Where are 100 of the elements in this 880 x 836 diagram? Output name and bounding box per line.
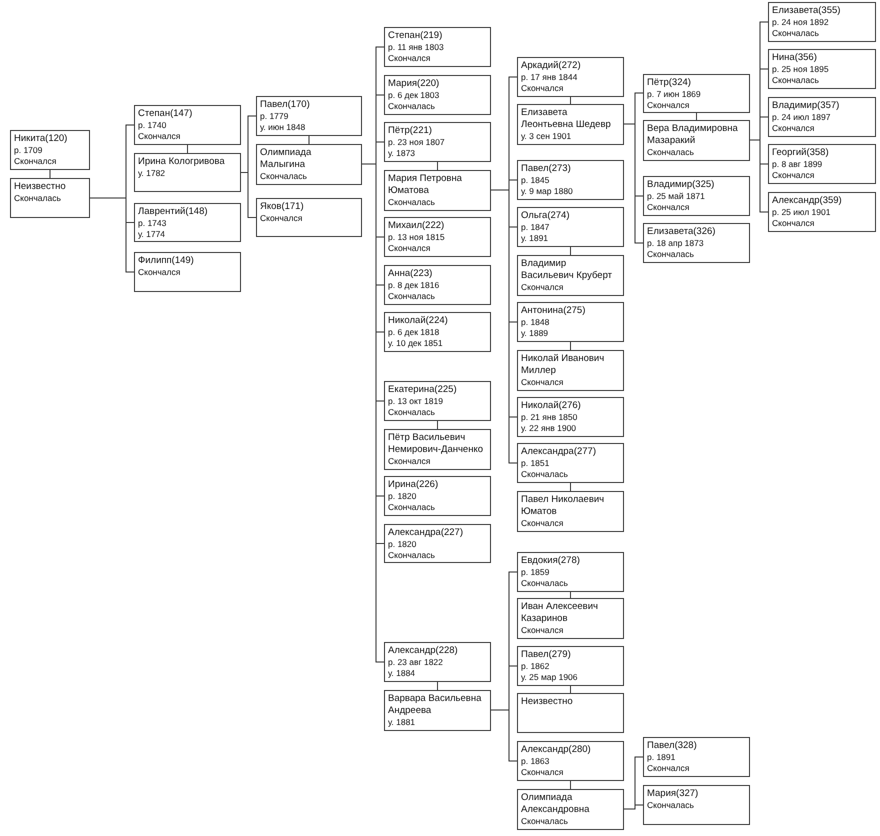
person-box — [768, 97, 876, 137]
person-name: Александр(280) — [521, 744, 592, 756]
life-note: Скончалась — [521, 468, 569, 479]
person-name: Николай(224) — [388, 315, 449, 327]
person-name: Пётр(221) — [388, 125, 433, 137]
person-box — [384, 524, 491, 563]
life-note: р. 7 июн 1869 — [647, 89, 702, 100]
person-box — [643, 176, 750, 216]
person-name: Антонина(275) — [521, 305, 586, 317]
person-name: Неизвестно — [521, 696, 574, 708]
life-note: р. 1709 — [14, 145, 44, 156]
person-box — [10, 178, 90, 218]
person-name: Аркадий(272) — [521, 60, 582, 72]
life-note: у. 9 мар 1880 — [521, 186, 574, 196]
life-note: у. 1884 — [388, 668, 416, 678]
life-note: р. 23 ноя 1807 — [388, 137, 446, 148]
connector-line — [624, 804, 644, 810]
person-box — [384, 429, 491, 470]
life-note: Скончался — [772, 122, 816, 133]
life-note: р. 8 авг 1899 — [772, 159, 824, 170]
life-note: р. 13 окт 1819 — [388, 396, 444, 406]
person-name: Яков(171) — [260, 201, 305, 213]
life-note: у. 1891 — [521, 232, 550, 243]
person-box — [517, 302, 624, 342]
person-box — [517, 443, 624, 483]
connector-line — [490, 710, 518, 762]
person-box — [384, 312, 491, 352]
person-box — [643, 785, 750, 825]
life-note: Скончалась — [521, 578, 569, 588]
person-box — [134, 105, 241, 145]
person-name: Павел(273) — [521, 163, 572, 175]
person-name: Степан(219) — [388, 30, 444, 42]
life-note: р. 17 янв 1844 — [521, 72, 578, 82]
person-name: Елизавета Леонтьевна Шедевр — [521, 107, 612, 131]
life-note: Скончался — [772, 170, 816, 180]
life-note: Скончался — [521, 518, 564, 528]
life-note: у. 1881 — [388, 717, 416, 728]
person-name: Неизвестно — [14, 181, 67, 193]
person-name: Мария(327) — [647, 788, 700, 800]
person-name: Николай(276) — [521, 400, 582, 412]
person-name: Нина(356) — [772, 52, 818, 64]
life-note: р. 24 ноя 1892 — [772, 17, 830, 28]
person-box — [384, 75, 491, 115]
life-note: р. 1779 — [260, 111, 290, 122]
person-box — [517, 741, 624, 781]
connector-line — [570, 482, 571, 492]
life-note: Скончалась — [388, 550, 436, 560]
life-note: р. 8 дек 1816 — [388, 280, 440, 290]
person-name: Лаврентий(148) — [138, 206, 209, 218]
life-note: Скончался — [388, 242, 432, 253]
life-note: р. 1891 — [647, 752, 676, 762]
life-note: Скончалась — [388, 290, 436, 301]
connector-line — [308, 136, 310, 144]
person-box — [517, 160, 624, 200]
connector-line — [437, 162, 438, 170]
life-note: у. 1889 — [521, 328, 550, 338]
life-note: р. 1859 — [521, 567, 550, 578]
person-name: Евдокия(278) — [521, 555, 581, 567]
connector-line — [240, 172, 256, 218]
life-note: р. 21 янв 1850 — [521, 412, 578, 422]
person-name: Пётр(324) — [647, 77, 692, 89]
life-note: Скончался — [521, 282, 564, 292]
person-name: Владимир Васильевич Круберт — [521, 258, 614, 282]
person-box — [384, 217, 491, 257]
person-name: Павел(328) — [647, 740, 698, 752]
life-note: Скончалась — [772, 74, 820, 85]
connector-line — [570, 592, 571, 598]
life-note: р. 25 ноя 1895 — [772, 64, 830, 74]
person-name: Елизавета(326) — [647, 226, 716, 238]
life-note: Скончалась — [260, 171, 308, 182]
connector-line — [490, 190, 518, 464]
life-note: р. 1845 — [521, 175, 550, 186]
person-name: Александра(277) — [521, 446, 597, 458]
person-name: Екатерина(225) — [388, 384, 458, 396]
person-box — [517, 491, 624, 532]
person-box — [768, 192, 876, 232]
person-box — [256, 96, 362, 136]
person-box — [517, 350, 624, 390]
person-name: Варвара Васильевна Андреева — [388, 693, 482, 717]
life-note: Скончался — [138, 267, 182, 278]
life-note: р. 11 янв 1803 — [388, 42, 445, 52]
life-note: Скончалась — [647, 147, 695, 158]
person-box — [517, 104, 624, 144]
person-box — [768, 2, 876, 42]
connector-line — [570, 246, 571, 256]
person-box — [134, 153, 241, 192]
life-note: Скончалась — [14, 193, 62, 204]
person-box — [517, 552, 624, 592]
person-box — [384, 642, 491, 682]
life-note: Скончался — [388, 456, 432, 466]
connector-line — [570, 780, 571, 790]
person-name: Ирина(226) — [388, 479, 440, 491]
person-box — [768, 144, 876, 184]
life-note: у. 3 сен 1901 — [521, 131, 572, 142]
person-name: Никита(120) — [14, 133, 68, 145]
person-box — [384, 690, 491, 730]
person-name: Олимпиада Александровна — [521, 792, 590, 816]
person-name: Павел Николаевич Юматов — [521, 494, 606, 518]
person-name: Анна(223) — [388, 268, 434, 280]
person-name: Степан(147) — [138, 108, 194, 120]
